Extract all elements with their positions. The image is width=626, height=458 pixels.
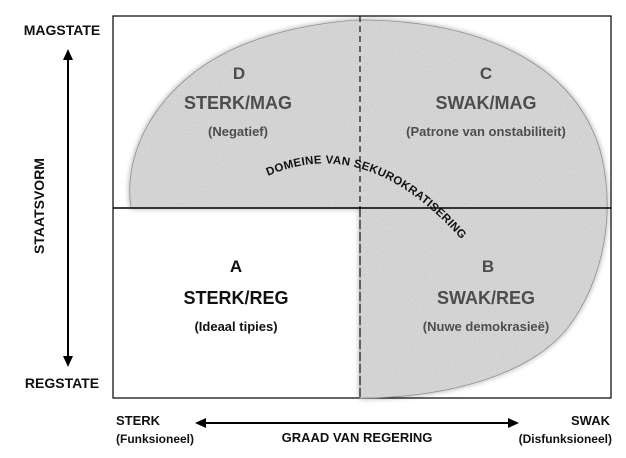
x-axis-left-label: STERK [116, 413, 161, 428]
x-axis-right-label: SWAK [571, 413, 611, 428]
y-axis-bottom-label: REGSTATE [25, 375, 99, 391]
quadrant-c-letter: C [480, 64, 492, 83]
quadrant-b-title: SWAK/REG [437, 288, 535, 308]
quadrant-a-subtitle: (Ideaal tipies) [194, 319, 277, 334]
x-axis-left-sublabel: (Funksioneel) [116, 432, 194, 446]
y-axis-top-label: MAGSTATE [24, 22, 100, 38]
y-axis-title: STAATSVORM [31, 158, 47, 254]
y-axis-arrow [63, 49, 73, 367]
quadrant-d-subtitle: (Negatief) [208, 124, 268, 139]
x-axis-right-sublabel: (Disfunksioneel) [519, 432, 612, 446]
x-axis-arrow [195, 418, 519, 428]
quadrant-c-title: SWAK/MAG [436, 93, 537, 113]
quadrant-d-title: STERK/MAG [184, 93, 292, 113]
quadrant-c-subtitle: (Patrone van onstabiliteit) [406, 124, 566, 139]
quadrant-a-title: STERK/REG [183, 288, 288, 308]
quadrant-c: C SWAK/MAG (Patrone van onstabiliteit) [406, 64, 566, 139]
quadrant-b: B SWAK/REG (Nuwe demokrasieë) [423, 257, 549, 334]
domain-texture [129, 20, 608, 398]
quadrant-a: A STERK/REG (Ideaal tipies) [183, 257, 288, 334]
quadrant-b-subtitle: (Nuwe demokrasieë) [423, 319, 549, 334]
quadrant-a-letter: A [230, 257, 242, 276]
quadrant-d: D STERK/MAG (Negatief) [184, 64, 292, 139]
x-axis-title: GRAAD VAN REGERING [282, 430, 433, 445]
quadrant-d-letter: D [233, 64, 245, 83]
quadrant-b-letter: B [482, 257, 494, 276]
